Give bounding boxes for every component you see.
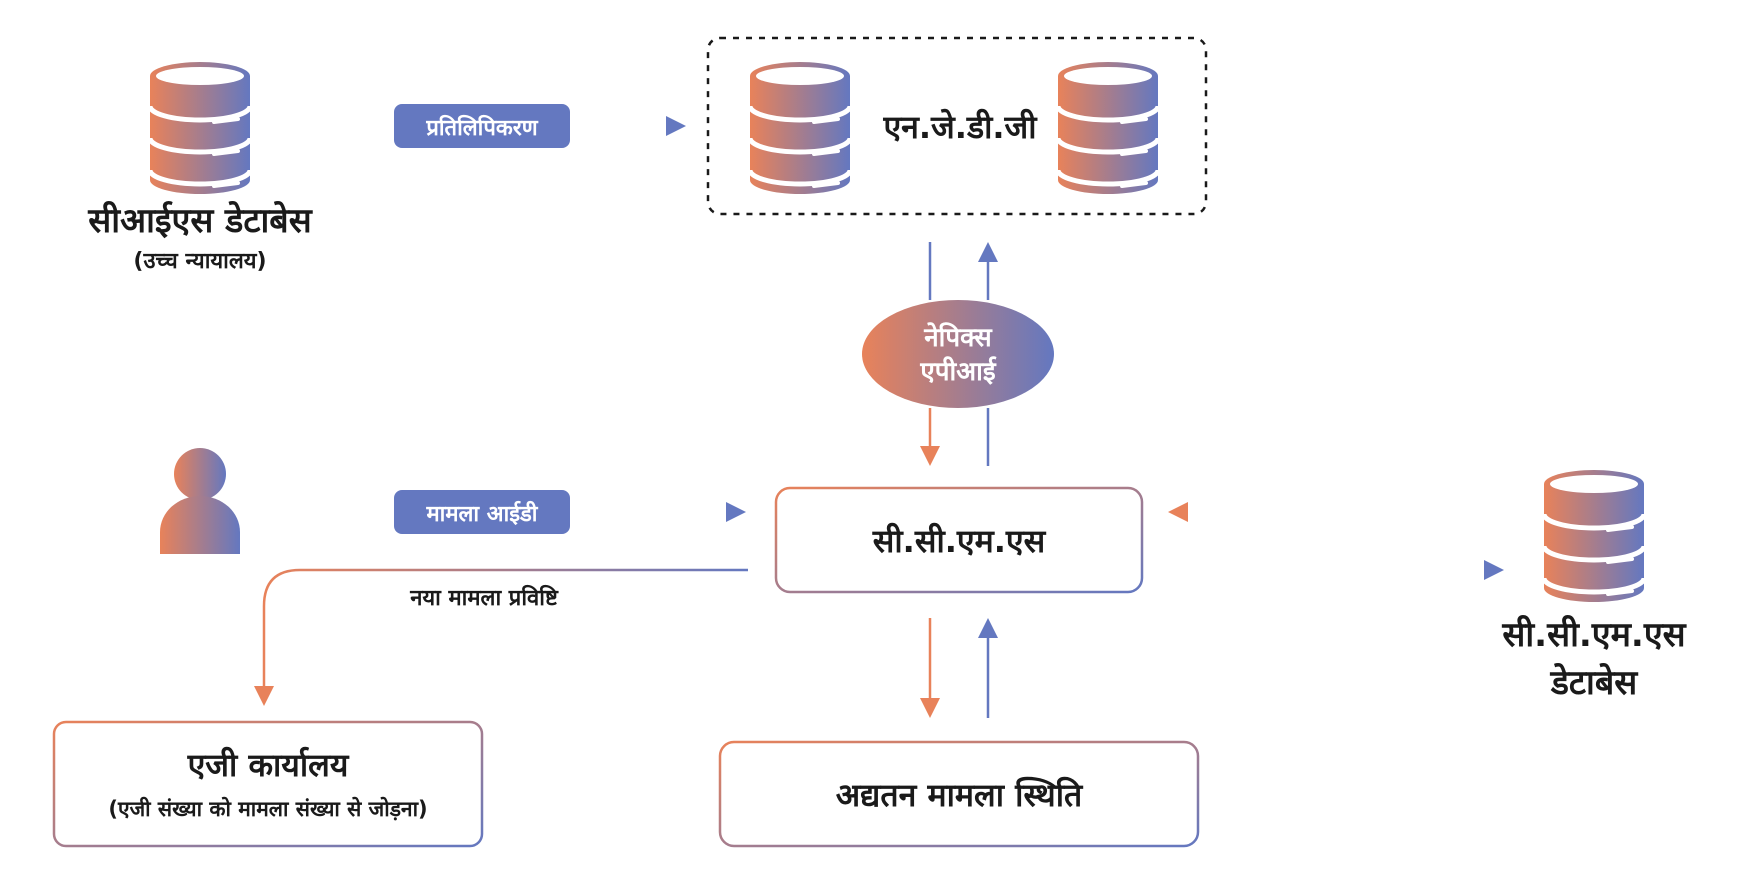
njdg-container bbox=[706, 36, 1208, 216]
nepix-api-node: नेपिक्स एपीआई bbox=[862, 300, 1054, 408]
nepix-api-line2: एपीआई bbox=[919, 356, 996, 387]
user-icon bbox=[160, 448, 240, 554]
cis-database-node: सीआईएस डेटाबेस (उच्च न्यायालय) bbox=[87, 62, 313, 274]
ag-office-node: एजी कार्यालय (एजी संख्या को मामला संख्या… bbox=[52, 720, 484, 848]
database-icon bbox=[1058, 62, 1158, 194]
database-icon bbox=[150, 62, 250, 194]
ccms-database-line1: सी.सी.एम.एस bbox=[1501, 614, 1686, 655]
nepix-api-ellipse bbox=[862, 300, 1054, 408]
case-id-label-pill bbox=[394, 490, 570, 534]
ag-office-subtitle: (एजी संख्या को मामला संख्या से जोड़ना) bbox=[108, 796, 427, 821]
nepix-ccms-connectors bbox=[920, 408, 990, 466]
ccms-title: सी.सी.एम.एस bbox=[872, 522, 1047, 560]
replication-label: प्रतिलिपिकरण bbox=[425, 114, 538, 141]
ccms-database-line2: डेटाबेस bbox=[1550, 662, 1639, 703]
ccms-status-connectors bbox=[920, 618, 998, 718]
case-id-label: मामला आईडी bbox=[425, 500, 538, 527]
updated-status-title: अद्यतन मामला स्थिति bbox=[836, 776, 1084, 814]
ccms-node: सी.सी.एम.एस bbox=[774, 486, 1144, 594]
replication-edge: प्रतिलिपिकरण bbox=[276, 104, 686, 148]
nepix-api-line1: नेपिक्स bbox=[923, 322, 993, 353]
ag-office-box bbox=[52, 720, 484, 848]
updated-status-node: अद्यतन मामला स्थिति bbox=[718, 740, 1200, 848]
new-case-entry-label: नया मामला प्रविष्टि bbox=[409, 584, 559, 611]
database-icon bbox=[750, 62, 850, 194]
ccms-box bbox=[774, 486, 1144, 594]
njdg-title: एन.जे.डी.जी bbox=[882, 108, 1038, 146]
database-icon bbox=[1544, 470, 1644, 602]
cis-database-title: सीआईएस डेटाबेस bbox=[87, 200, 312, 241]
user-node bbox=[160, 448, 240, 554]
cis-database-subtitle: (उच्च न्यायालय) bbox=[133, 249, 266, 274]
case-id-edge: मामला आईडी bbox=[276, 490, 746, 534]
replication-label-pill bbox=[394, 104, 570, 148]
njdg-nepix-connectors bbox=[928, 242, 998, 300]
njdg-node: एन.जे.डी.जी bbox=[706, 36, 1208, 216]
ag-office-title: एजी कार्यालय bbox=[187, 746, 350, 784]
ccms-database-connectors bbox=[1168, 502, 1504, 580]
updated-status-box bbox=[718, 740, 1200, 848]
ccms-database-node: सी.सी.एम.एस डेटाबेस bbox=[1501, 470, 1687, 703]
new-case-entry-edge: नया मामला प्रविष्टि bbox=[254, 568, 748, 706]
